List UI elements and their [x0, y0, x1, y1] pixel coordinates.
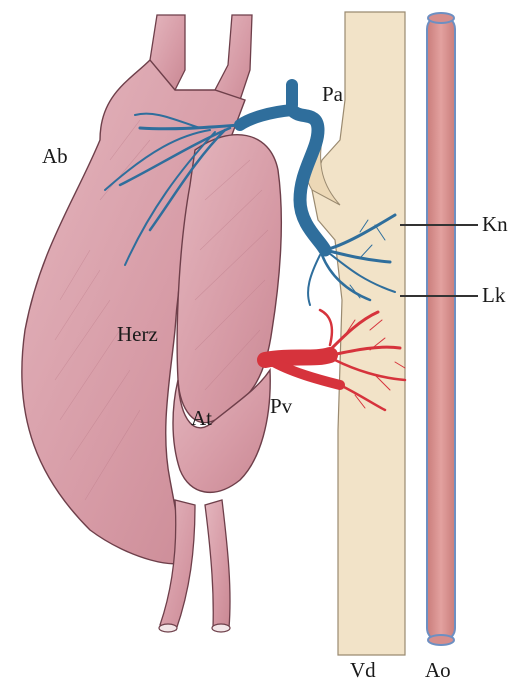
label-pa: Pa — [322, 84, 343, 105]
label-vd: Vd — [350, 660, 376, 681]
aorta-bottom — [428, 635, 454, 645]
label-ab: Ab — [42, 146, 68, 167]
label-ao: Ao — [425, 660, 451, 681]
label-herz: Herz — [117, 324, 158, 345]
label-pv: Pv — [270, 396, 292, 417]
label-kn: Kn — [482, 214, 508, 235]
lower-vessel-right-end — [212, 624, 230, 632]
aorta-top — [428, 13, 454, 23]
label-at: At — [191, 408, 212, 429]
vd-band — [312, 12, 405, 655]
aorta-vessel — [427, 16, 455, 641]
lower-vessel-right — [205, 500, 230, 628]
label-lk: Lk — [482, 285, 505, 306]
lower-vessel-left-end — [159, 624, 177, 632]
